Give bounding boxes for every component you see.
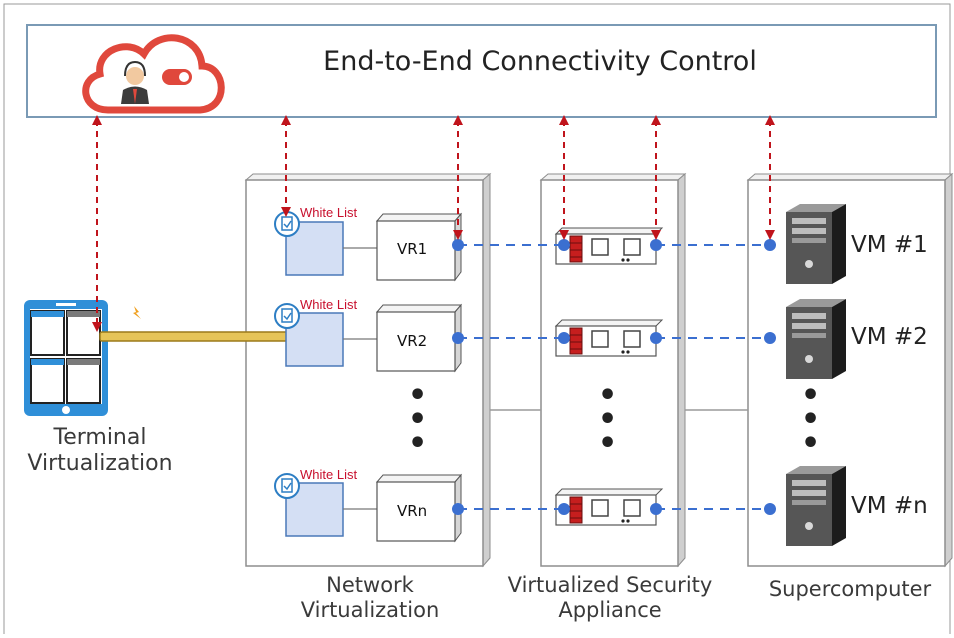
terminal-label-line1: Terminal — [53, 425, 147, 450]
whitelist-label-2: White List — [300, 297, 358, 312]
router-label-2: VR2 — [397, 332, 428, 350]
port-node — [452, 503, 464, 515]
terminal-label: Terminal Virtualization — [10, 425, 190, 477]
server-tower-icon-2 — [786, 299, 846, 379]
banner-title: End-to-End Connectivity Control — [323, 46, 757, 77]
whitelist-row-2 — [274, 303, 377, 367]
whitelist-label-1: White List — [300, 205, 358, 220]
port-node — [558, 239, 570, 251]
network-label: Network Virtualization — [290, 573, 450, 623]
port-node — [650, 503, 662, 515]
vm-label-2: VM #2 — [851, 324, 928, 350]
port-node — [764, 503, 776, 515]
router-label-1: VR1 — [397, 240, 428, 258]
cloud-operator-icon — [82, 34, 225, 114]
router-box-2 — [375, 303, 463, 373]
vm-label-n: VM #n — [851, 493, 928, 519]
supercomputer-label: Supercomputer — [768, 577, 932, 601]
security-appliance-2 — [554, 319, 664, 357]
network-label-line1: Network — [326, 573, 414, 597]
security-label: Virtualized Security Appliance — [480, 573, 740, 623]
security-label-line1: Virtualized Security — [507, 573, 713, 597]
router-box-n — [375, 473, 463, 543]
whitelist-row-n — [274, 473, 377, 537]
appliance-ellipsis: ••• — [598, 378, 618, 461]
supercomputer-panel — [746, 172, 954, 568]
port-node — [764, 239, 776, 251]
router-label-n: VRn — [397, 502, 428, 520]
vm-ellipsis: ••• — [801, 378, 821, 461]
server-tower-icon-n — [786, 466, 846, 546]
port-node — [558, 332, 570, 344]
security-label-line2: Appliance — [558, 597, 662, 622]
port-node — [558, 503, 570, 515]
vm-label-1: VM #1 — [851, 232, 928, 258]
terminal-label-line2: Virtualization — [27, 450, 173, 476]
spark-icon — [133, 306, 141, 319]
network-label-line2: Virtualization — [300, 597, 440, 622]
server-tower-icon-1 — [786, 204, 846, 284]
router-ellipsis: ••• — [408, 378, 428, 461]
port-node — [650, 332, 662, 344]
port-node — [452, 239, 464, 251]
whitelist-label-n: White List — [300, 467, 358, 482]
security-appliance-n — [554, 488, 664, 526]
port-node — [650, 239, 662, 251]
terminal-tunnel — [99, 331, 291, 342]
port-node — [764, 332, 776, 344]
port-node — [452, 332, 464, 344]
tablet-icon — [24, 300, 108, 416]
security-appliance-1 — [554, 227, 664, 265]
